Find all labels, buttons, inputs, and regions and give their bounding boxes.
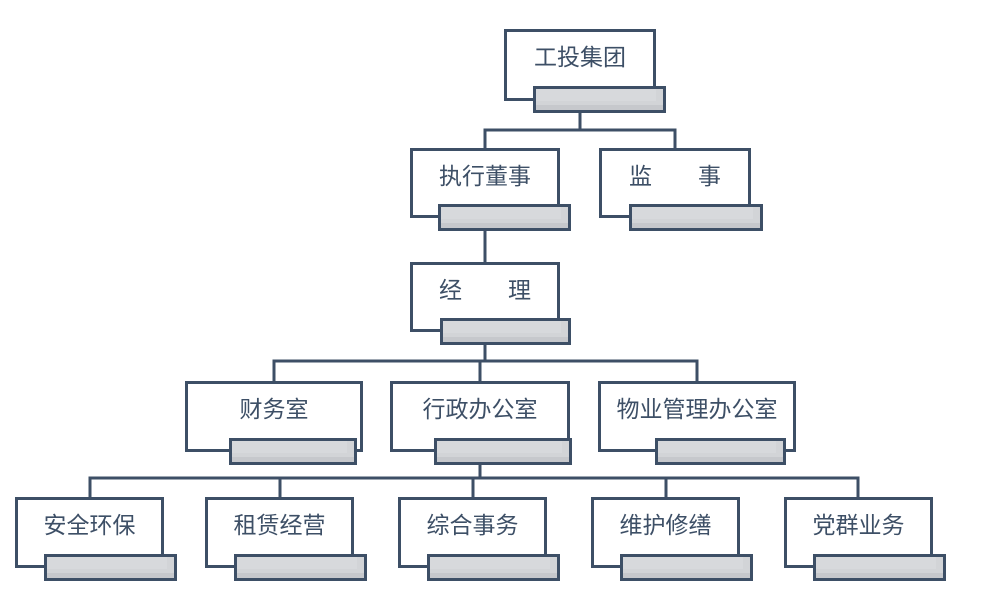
- node-anquan-huanbao-bar: [44, 554, 177, 581]
- node-zulin-jingying-label: 租赁经营: [233, 512, 326, 538]
- node-gongtou-jituan-label: 工投集团: [534, 44, 626, 70]
- node-wuye-guanli-bangongshi-label: 物业管理办公室: [616, 396, 778, 422]
- node-zonghe-shiwu-label: 综合事务: [426, 512, 519, 538]
- node-zhixing-dongshi-label: 执行董事: [439, 162, 531, 189]
- node-zonghe-shiwu-bar: [427, 554, 560, 581]
- node-jianshi-bar-highlight: [632, 207, 753, 220]
- node-dangqun-yewu-label: 党群业务: [812, 512, 905, 538]
- node-xingzheng-bangongshi-label: 行政办公室: [422, 396, 538, 422]
- node-jingli-bar-shadow: [443, 336, 568, 342]
- node-caiwushi-label: 财务室: [239, 396, 309, 422]
- node-xingzheng-bangongshi-bar-highlight: [437, 441, 562, 454]
- node-anquan-huanbao-label: 安全环保: [43, 512, 136, 538]
- node-zhixing-dongshi-bar-highlight: [441, 207, 561, 220]
- node-gongtou-jituan-bar: [533, 86, 666, 113]
- node-jianshi-label: 监 事: [629, 162, 721, 189]
- node-jingli-label: 经 理: [439, 276, 531, 303]
- node-weihu-xiushan-label: 维护修缮: [619, 512, 712, 538]
- node-zulin-jingying-bar-highlight: [237, 557, 357, 570]
- node-xingzheng-bangongshi-bar-shadow: [437, 456, 569, 462]
- node-xingzheng-bangongshi-bar: [434, 438, 572, 465]
- node-jingli-bar-highlight: [443, 321, 561, 334]
- node-zulin-jingying-bar: [234, 554, 367, 581]
- node-zulin-jingying-bar-shadow: [237, 572, 364, 578]
- node-weihu-xiushan-bar-shadow: [623, 572, 750, 578]
- node-caiwushi-bar: [229, 438, 357, 465]
- node-weihu-xiushan-bar-highlight: [623, 557, 743, 570]
- node-wuye-guanli-bangongshi-bar: [655, 438, 786, 465]
- node-dangqun-yewu-bar-highlight: [816, 557, 936, 570]
- node-caiwushi-bar-shadow: [232, 456, 354, 462]
- node-zhixing-dongshi-bar-shadow: [441, 222, 568, 228]
- node-zhixing-dongshi-bar: [438, 204, 571, 231]
- node-anquan-huanbao-bar-highlight: [47, 557, 167, 570]
- node-jianshi-bar-shadow: [632, 222, 760, 228]
- node-wuye-guanli-bangongshi-bar-shadow: [658, 456, 783, 462]
- node-zonghe-shiwu-bar-shadow: [430, 572, 557, 578]
- node-weihu-xiushan-box: [591, 497, 740, 568]
- node-gongtou-jituan-bar-highlight: [536, 89, 656, 102]
- node-wuye-guanli-bangongshi-bar-highlight: [658, 441, 776, 454]
- node-caiwushi-bar-highlight: [232, 441, 347, 454]
- node-weihu-xiushan-bar: [620, 554, 753, 581]
- node-dangqun-yewu-bar-shadow: [816, 572, 943, 578]
- node-zonghe-shiwu-bar-highlight: [430, 557, 550, 570]
- node-jianshi-bar: [629, 204, 763, 231]
- node-anquan-huanbao-bar-shadow: [47, 572, 174, 578]
- node-jingli-bar: [440, 318, 571, 345]
- node-dangqun-yewu-bar: [813, 554, 946, 581]
- node-gongtou-jituan-bar-shadow: [536, 104, 663, 110]
